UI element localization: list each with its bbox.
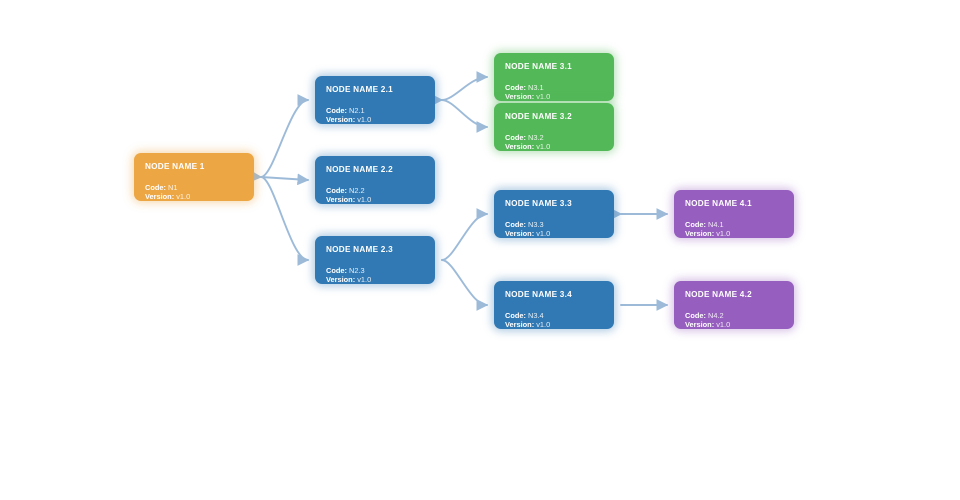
- node-version-row: Version: v1.0: [685, 229, 783, 238]
- e-n1-n22: [250, 170, 310, 186]
- node-version-row: Version: v1.0: [505, 142, 603, 151]
- code-value: N2.1: [349, 106, 365, 116]
- version-value: v1.0: [357, 195, 372, 205]
- version-label: Version:: [505, 92, 535, 102]
- node-version-row: Version: v1.0: [505, 320, 603, 329]
- node-version-row: Version: v1.0: [685, 320, 783, 329]
- version-label: Version:: [505, 320, 535, 330]
- code-label: Code:: [505, 220, 526, 230]
- code-label: Code:: [326, 266, 347, 276]
- node-title: NODE NAME 4.2: [685, 290, 752, 299]
- node-title: NODE NAME 2.2: [326, 165, 393, 174]
- version-label: Version:: [505, 142, 535, 152]
- node-code-row: Code: N1: [145, 183, 243, 192]
- version-value: v1.0: [536, 142, 551, 152]
- node-title: NODE NAME 2.3: [326, 245, 393, 254]
- version-value: v1.0: [357, 275, 372, 285]
- code-label: Code:: [505, 133, 526, 143]
- node-code-row: Code: N2.3: [326, 266, 424, 275]
- version-label: Version:: [326, 115, 356, 125]
- node-code-row: Code: N3.2: [505, 133, 603, 142]
- code-value: N4.2: [708, 311, 724, 321]
- node-code-row: Code: N4.1: [685, 220, 783, 229]
- version-value: v1.0: [176, 192, 191, 202]
- node-code-row: Code: N3.4: [505, 311, 603, 320]
- code-label: Code:: [685, 311, 706, 321]
- version-label: Version:: [685, 229, 715, 239]
- node-version-row: Version: v1.0: [505, 92, 603, 101]
- node-version-row: Version: v1.0: [145, 192, 243, 201]
- node-version-row: Version: v1.0: [326, 275, 424, 284]
- node-code-row: Code: N3.3: [505, 220, 603, 229]
- node-version-row: Version: v1.0: [326, 195, 424, 204]
- code-label: Code:: [326, 106, 347, 116]
- code-label: Code:: [326, 186, 347, 196]
- e-n23-n33: [441, 208, 489, 261]
- code-label: Code:: [505, 311, 526, 321]
- node-code-row: Code: N2.2: [326, 186, 424, 195]
- code-label: Code:: [145, 183, 166, 193]
- version-label: Version:: [685, 320, 715, 330]
- version-value: v1.0: [357, 115, 372, 125]
- node-version-row: Version: v1.0: [505, 229, 603, 238]
- version-value: v1.0: [536, 92, 551, 102]
- code-value: N4.1: [708, 220, 724, 230]
- node-code-row: Code: N2.1: [326, 106, 424, 115]
- e-n1-n21: [260, 94, 310, 178]
- node-code-row: Code: N3.1: [505, 83, 603, 92]
- e-n23-n34: [441, 259, 489, 311]
- code-value: N3.3: [528, 220, 544, 230]
- version-label: Version:: [326, 275, 356, 285]
- node-title: NODE NAME 3.3: [505, 199, 572, 208]
- code-value: N1: [168, 183, 178, 193]
- e-n21-n31: [431, 71, 489, 106]
- code-value: N3.4: [528, 311, 544, 321]
- version-label: Version:: [145, 192, 175, 202]
- code-label: Code:: [505, 83, 526, 93]
- version-value: v1.0: [536, 320, 551, 330]
- version-label: Version:: [505, 229, 535, 239]
- e-n21-n32: [441, 99, 489, 133]
- code-value: N2.2: [349, 186, 365, 196]
- version-value: v1.0: [716, 229, 731, 239]
- code-value: N2.3: [349, 266, 365, 276]
- version-value: v1.0: [536, 229, 551, 239]
- node-title: NODE NAME 4.1: [685, 199, 752, 208]
- node-version-row: Version: v1.0: [326, 115, 424, 124]
- node-title: NODE NAME 3.4: [505, 290, 572, 299]
- code-value: N3.1: [528, 83, 544, 93]
- node-code-row: Code: N4.2: [685, 311, 783, 320]
- node-title: NODE NAME 1: [145, 162, 205, 171]
- version-label: Version:: [326, 195, 356, 205]
- node-title: NODE NAME 3.1: [505, 62, 572, 71]
- node-title: NODE NAME 3.2: [505, 112, 572, 121]
- node-title: NODE NAME 2.1: [326, 85, 393, 94]
- code-value: N3.2: [528, 133, 544, 143]
- version-value: v1.0: [716, 320, 731, 330]
- e-n1-n23: [260, 176, 310, 266]
- code-label: Code:: [685, 220, 706, 230]
